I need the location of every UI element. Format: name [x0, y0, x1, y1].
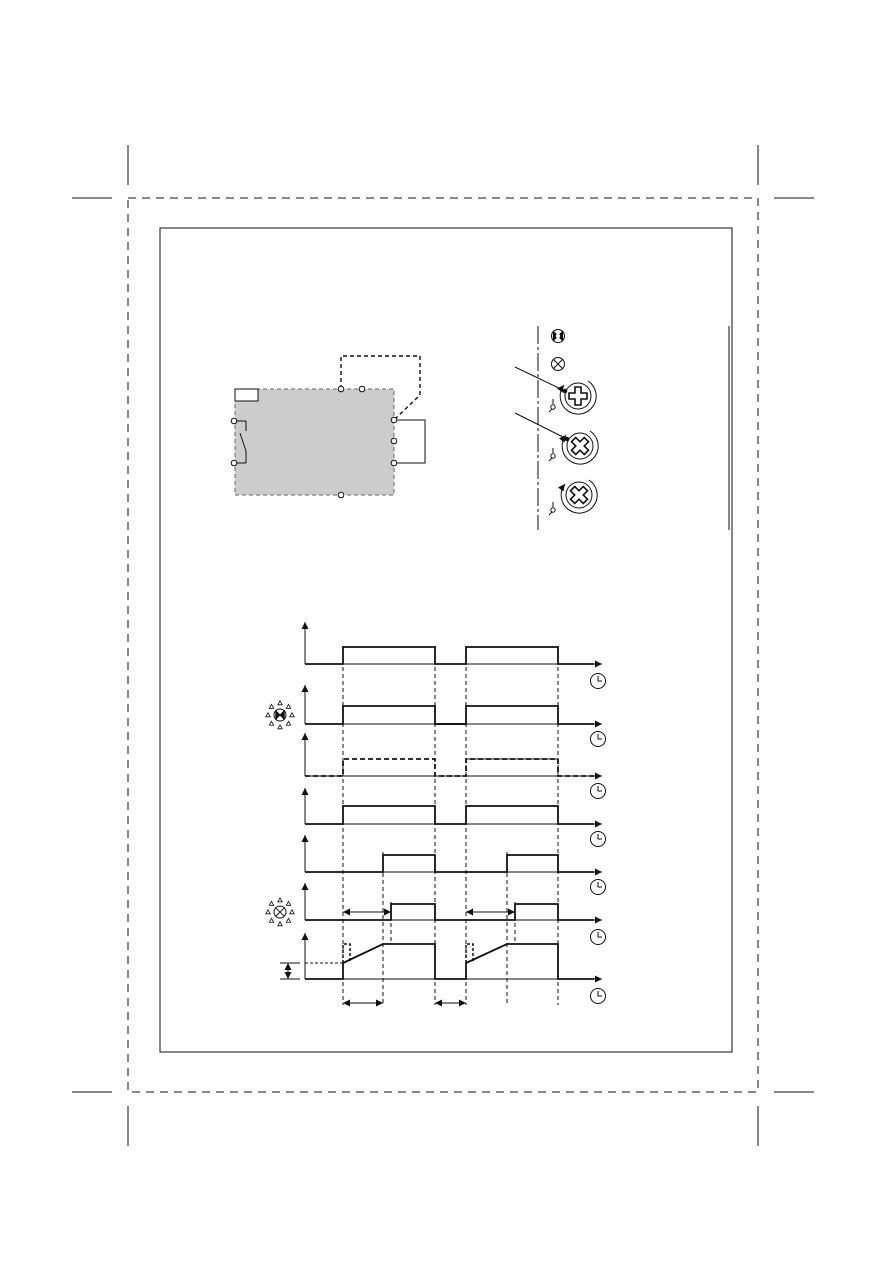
- delayed-signal: [305, 854, 594, 873]
- clock-icon: [590, 929, 606, 945]
- terminal: [390, 437, 398, 445]
- clock-hand: [597, 932, 602, 938]
- pot-plus-icon: [556, 380, 597, 415]
- external-dashed-loop: [340, 355, 421, 421]
- flash-ray-icon: [268, 703, 275, 709]
- flash-ray-icon: [268, 917, 275, 923]
- start-pulse-dashed: [342, 943, 351, 963]
- clock-icon: [590, 731, 606, 747]
- led-on-indicator-icon: [273, 708, 287, 722]
- front-panel: [514, 326, 730, 530]
- led-fill: [275, 709, 285, 721]
- flash-ray-icon: [268, 720, 275, 726]
- clock-icon: [590, 673, 606, 689]
- clock-hand: [597, 882, 602, 888]
- flash-ray-icon: [268, 900, 275, 906]
- start-pulse-dashed: [465, 943, 474, 963]
- clock-icon: [590, 783, 606, 799]
- flash-ray-icon: [285, 917, 292, 923]
- leader-line: [514, 366, 566, 392]
- terminal: [358, 385, 366, 393]
- terminal: [390, 416, 398, 424]
- clock-hand: [597, 786, 602, 792]
- flash-ray-icon: [285, 900, 292, 906]
- flash-ray-icon: [265, 711, 271, 718]
- led-on-signal: [305, 705, 594, 725]
- flash-ray-icon: [277, 920, 283, 927]
- terminal: [230, 459, 238, 467]
- pot-leader-dot: [564, 436, 570, 442]
- flash-ray-icon: [265, 908, 271, 915]
- module-label-box: [234, 388, 259, 402]
- timing-diagram: [265, 622, 606, 1007]
- clock-icon: [590, 988, 606, 1004]
- adjust-icon: [548, 448, 556, 462]
- clock-hand: [597, 834, 602, 840]
- led-relay-icon: [551, 357, 565, 371]
- flash-ray-icon: [277, 723, 283, 730]
- led-on-icon: [551, 329, 565, 343]
- ramp-output-signal: [305, 943, 594, 980]
- terminal: [337, 385, 345, 393]
- terminal: [390, 459, 398, 467]
- flash-ray-icon: [285, 703, 292, 709]
- terminals: [230, 385, 398, 499]
- dashed-signal: [305, 758, 594, 777]
- wiring-diagram: [230, 355, 426, 499]
- clock-hand: [597, 991, 602, 997]
- flash-ray-icon: [285, 720, 292, 726]
- external-link-right: [394, 419, 426, 464]
- adjust-icon: [548, 502, 556, 516]
- flash-ray-icon: [277, 896, 283, 903]
- flash-ray-icon: [289, 711, 295, 718]
- terminal: [337, 491, 345, 499]
- clock-hand: [597, 676, 602, 682]
- clock-icon: [590, 879, 606, 895]
- leader-line: [514, 412, 566, 439]
- terminal: [230, 417, 238, 425]
- content-frame: [159, 227, 733, 1053]
- crop-marks: [72, 145, 814, 1146]
- flash-ray-icon: [289, 908, 295, 915]
- pot-leader-dot: [562, 388, 568, 394]
- clock-icon: [590, 831, 606, 847]
- dashed-trim-border: [127, 197, 759, 1093]
- clock-hand: [597, 734, 602, 740]
- supply-signal: [305, 646, 594, 665]
- relay-signal: [305, 903, 594, 921]
- led-relay-indicator-icon: [273, 905, 287, 919]
- control-signal: [305, 805, 594, 825]
- module-body: [234, 388, 395, 496]
- led-cross: [275, 907, 285, 917]
- pot-cross-icon: [557, 479, 598, 514]
- flash-ray-icon: [277, 699, 283, 706]
- adjust-icon: [548, 399, 556, 413]
- pot-cross-icon: [558, 430, 599, 465]
